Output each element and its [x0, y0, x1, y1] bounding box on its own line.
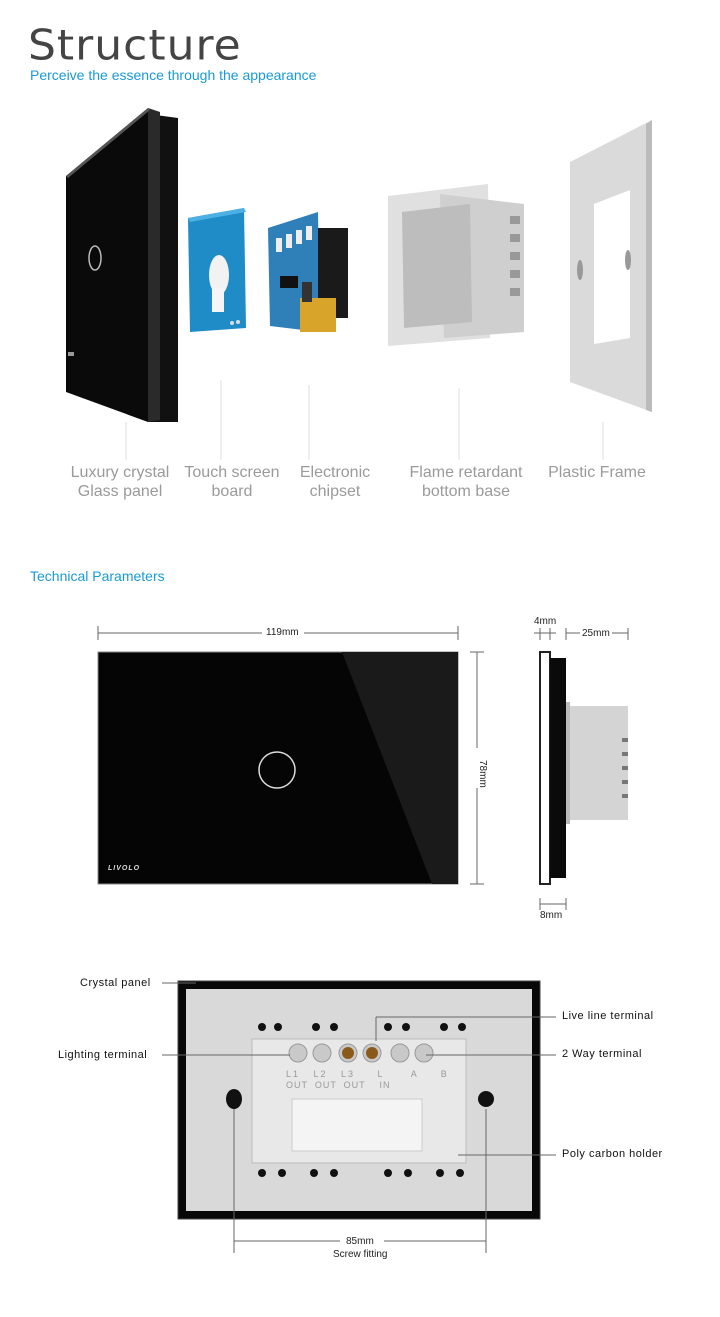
screw-distance-dimension: 85mm [346, 1236, 374, 1247]
depth-dimension: 25mm [582, 628, 610, 639]
width-dimension: 119mm [266, 627, 299, 638]
component-label-touch: Touch screen board [176, 463, 288, 501]
poly-carbon-holder-callout: Poly carbon holder [562, 1148, 663, 1160]
component-label-line: Luxury crystal [70, 464, 170, 481]
component-label-frame: Plastic Frame [538, 463, 656, 482]
plastic-frame-image [570, 120, 652, 412]
screw-fitting-label: Screw fitting [333, 1249, 388, 1260]
component-label-glass: Luxury crystal Glass panel [62, 463, 178, 501]
height-dimension: 78mm [477, 760, 488, 788]
terminal-marks: L1 L2 L3 L A B [286, 1069, 449, 1079]
lighting-terminal-callout: Lighting terminal [58, 1049, 148, 1061]
two-way-terminal-callout: 2 Way terminal [562, 1048, 642, 1060]
front-dimension-drawing [97, 626, 629, 910]
crystal-panel-callout: Crystal panel [80, 977, 151, 989]
terminal-marks-2: OUT OUT OUT IN [286, 1080, 391, 1090]
glass-thickness-dimension: 4mm [534, 616, 557, 627]
component-label-line: chipset [309, 483, 361, 500]
component-label-line: Electronic [299, 464, 371, 481]
page-subtitle: Perceive the essence through the appeara… [30, 67, 317, 83]
component-label-line: Touch screen [184, 464, 280, 481]
chipset-image [268, 212, 348, 332]
technical-parameters-heading: Technical Parameters [30, 568, 165, 584]
component-label-chipset: Electronic chipset [286, 463, 384, 501]
back-view-drawing [162, 980, 556, 1253]
glass-panel-image [66, 108, 178, 422]
touch-board-image [188, 208, 246, 332]
component-label-line: Glass panel [77, 483, 163, 500]
component-label-line: bottom base [421, 483, 511, 500]
brand-logo: LIVOLO [108, 865, 141, 872]
exploded-view-illustration [66, 108, 652, 460]
component-label-line: Plastic Frame [548, 464, 646, 481]
bottom-base-image [388, 184, 524, 346]
page-title: Structure [28, 21, 242, 70]
component-label-line: board [211, 483, 253, 500]
live-line-terminal-callout: Live line terminal [562, 1010, 654, 1022]
component-label-line: Flame retardant [409, 464, 523, 481]
component-label-base: Flame retardant bottom base [400, 463, 532, 501]
panel-depth-dimension: 8mm [540, 910, 563, 921]
